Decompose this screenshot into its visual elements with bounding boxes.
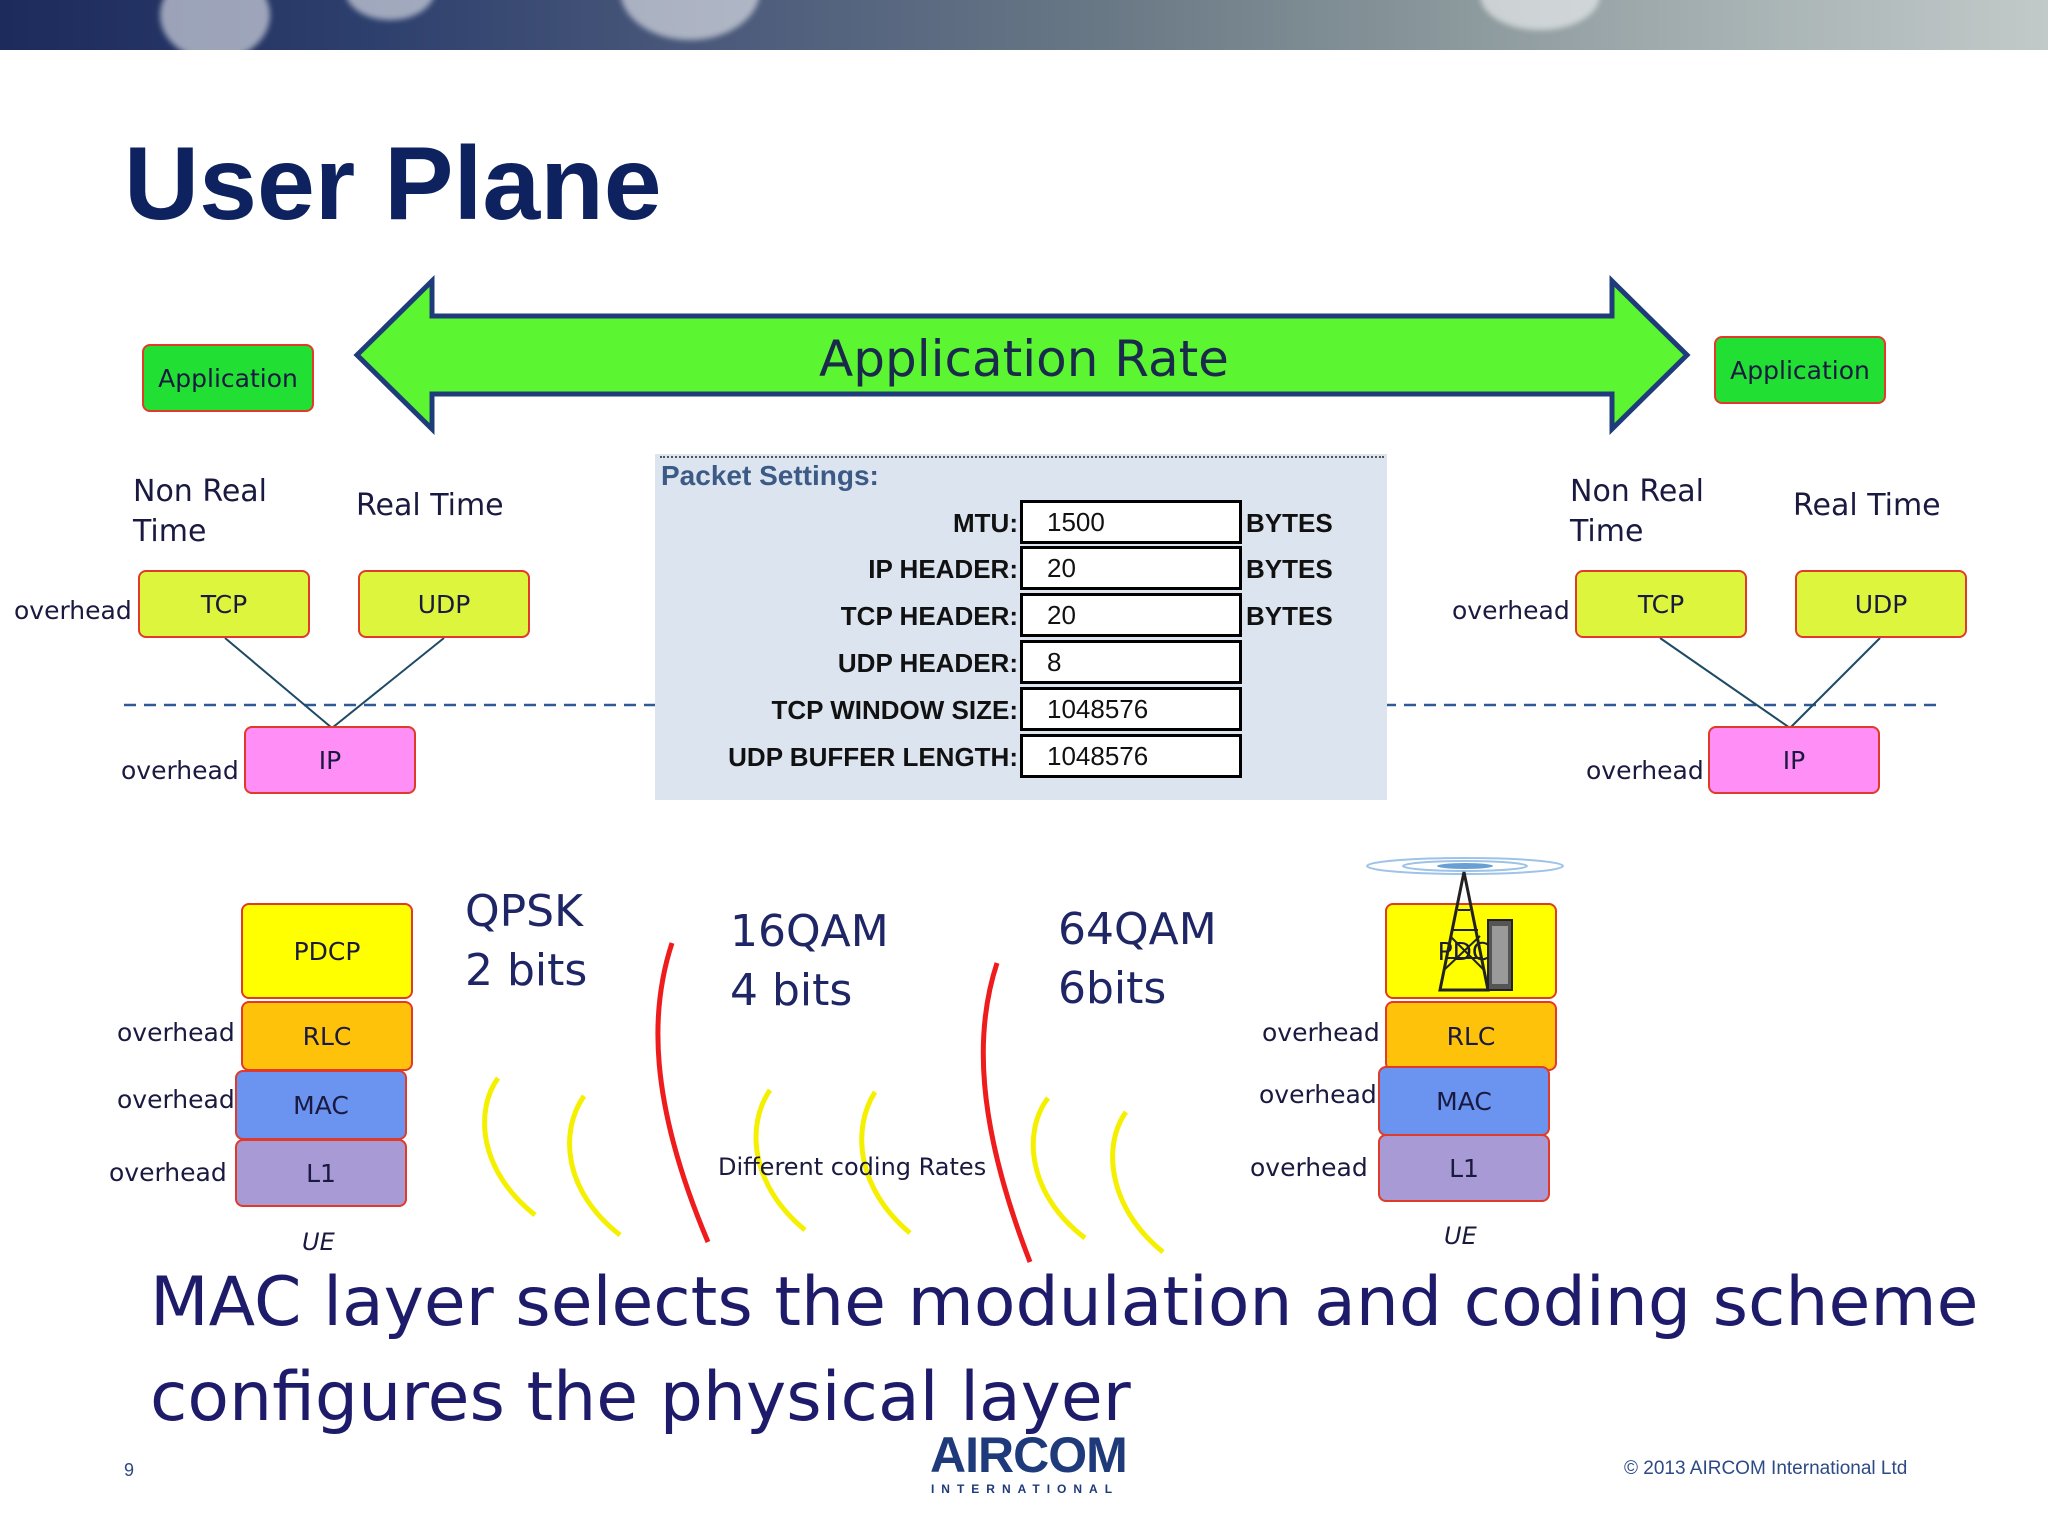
modulation-scheme: 16QAM [730, 906, 889, 957]
modulation-bits: 4 bits [730, 965, 853, 1017]
logo-main-text: AIRCOM [930, 1427, 1128, 1483]
coding-rates-label: Different coding Rates [718, 1153, 987, 1181]
packet-row-label: IP HEADER: [868, 554, 1018, 584]
application-rate-label: Application Rate [819, 330, 1229, 388]
logo-sub-text: INTERNATIONAL [930, 1482, 1120, 1496]
signal-wave-yellow [567, 1094, 622, 1237]
udp-box-left: UDP [358, 570, 530, 638]
udp-box-right: UDP [1795, 570, 1967, 638]
packet-row-unit: BYTES [1246, 508, 1333, 538]
packet-row-label: TCP HEADER: [840, 601, 1018, 631]
overhead-label-l1-left: overhead [109, 1158, 227, 1187]
modulation-bits: 6bits [1058, 963, 1167, 1015]
overhead-label-transport-left: overhead [14, 596, 132, 625]
rlc-box-left: RLC [241, 1001, 413, 1071]
rlc-box-right: RLC [1385, 1001, 1557, 1071]
page-number: 9 [124, 1460, 135, 1480]
overhead-label-mac-left: overhead [117, 1085, 235, 1114]
packet-row-value: 20 [1020, 546, 1242, 590]
modulation-64qam: 64QAM 6bits [1058, 900, 1217, 1019]
packet-settings-title: Packet Settings: [661, 460, 879, 491]
overhead-label-rlc-right: overhead [1262, 1018, 1380, 1047]
signal-wave-red [655, 942, 711, 1243]
packet-row-label: UDP BUFFER LENGTH: [728, 742, 1018, 772]
modulation-scheme: 64QAM [1058, 904, 1217, 955]
packet-row-value: 1500 [1020, 500, 1242, 544]
ue-label-left: UE [302, 1228, 335, 1256]
non-real-time-label-right: Non Real Time [1570, 474, 1705, 549]
application-rate-arrow [353, 275, 1691, 435]
udp-ip-link-left [331, 637, 445, 729]
pdcp-box-left: PDCP [241, 903, 413, 999]
mac-box-right: MAC [1378, 1066, 1550, 1136]
application-box-right: Application [1714, 336, 1886, 404]
packet-row-value: 1048576 [1020, 734, 1242, 778]
packet-row-label: UDP HEADER: [837, 648, 1018, 678]
signal-wave-yellow [1030, 1096, 1087, 1240]
tcp-box-right: TCP [1575, 570, 1747, 638]
packet-row-label: MTU: [953, 508, 1018, 538]
slide-caption: MAC layer selects the modulation and cod… [150, 1263, 1979, 1437]
l1-box-right: L1 [1378, 1134, 1550, 1202]
modulation-qpsk: QPSK 2 bits [465, 882, 587, 1001]
non-real-time-label-left: Non Real Time [133, 474, 268, 549]
tcp-box-left: TCP [138, 570, 310, 638]
modulation-scheme: QPSK [465, 886, 583, 937]
signal-wave-yellow [753, 1088, 807, 1232]
packet-row-label: TCP WINDOW SIZE: [771, 695, 1018, 725]
packet-row-unit: BYTES [1246, 554, 1333, 584]
banner-bokeh [345, 0, 435, 20]
real-time-label-right: Real Time [1793, 488, 1941, 523]
tcp-ip-link-right [1659, 637, 1791, 729]
udp-ip-link-right [1789, 637, 1881, 729]
ip-box-right: IP [1708, 726, 1880, 794]
overhead-label-l1-right: overhead [1250, 1153, 1368, 1182]
packet-row-value: 8 [1020, 640, 1242, 684]
overhead-label-transport-right: overhead [1452, 596, 1570, 625]
overhead-label-ip-left: overhead [121, 756, 239, 785]
modulation-16qam: 16QAM 4 bits [730, 902, 889, 1021]
signal-wave-red [980, 962, 1033, 1263]
copyright-text: © 2013 AIRCOM International Ltd [1624, 1458, 1908, 1479]
overhead-label-mac-right: overhead [1259, 1080, 1377, 1109]
mac-box-left: MAC [235, 1070, 407, 1140]
packet-settings-border [660, 456, 1384, 458]
real-time-label-left: Real Time [356, 488, 504, 523]
application-box-left: Application [142, 344, 314, 412]
base-station-icon [1366, 857, 1564, 992]
ue-label-right: UE [1444, 1222, 1477, 1250]
packet-row-value: 1048576 [1020, 687, 1242, 731]
signal-wave-yellow [482, 1076, 537, 1217]
overhead-label-ip-right: overhead [1586, 756, 1704, 785]
packet-row-unit: BYTES [1246, 601, 1333, 631]
packet-row-value: 20 [1020, 593, 1242, 637]
aircom-logo: AIRCOM INTERNATIONAL [930, 1427, 1128, 1496]
ip-box-left: IP [244, 726, 416, 794]
signal-wave-yellow [859, 1090, 912, 1235]
slide-title: User Plane [124, 126, 662, 242]
top-banner [0, 0, 2048, 50]
signal-wave-yellow [1110, 1110, 1165, 1254]
modulation-bits: 2 bits [465, 945, 588, 997]
l1-box-left: L1 [235, 1139, 407, 1207]
tcp-ip-link-left [224, 637, 333, 729]
banner-bokeh [160, 0, 270, 50]
overhead-label-rlc-left: overhead [117, 1018, 235, 1047]
